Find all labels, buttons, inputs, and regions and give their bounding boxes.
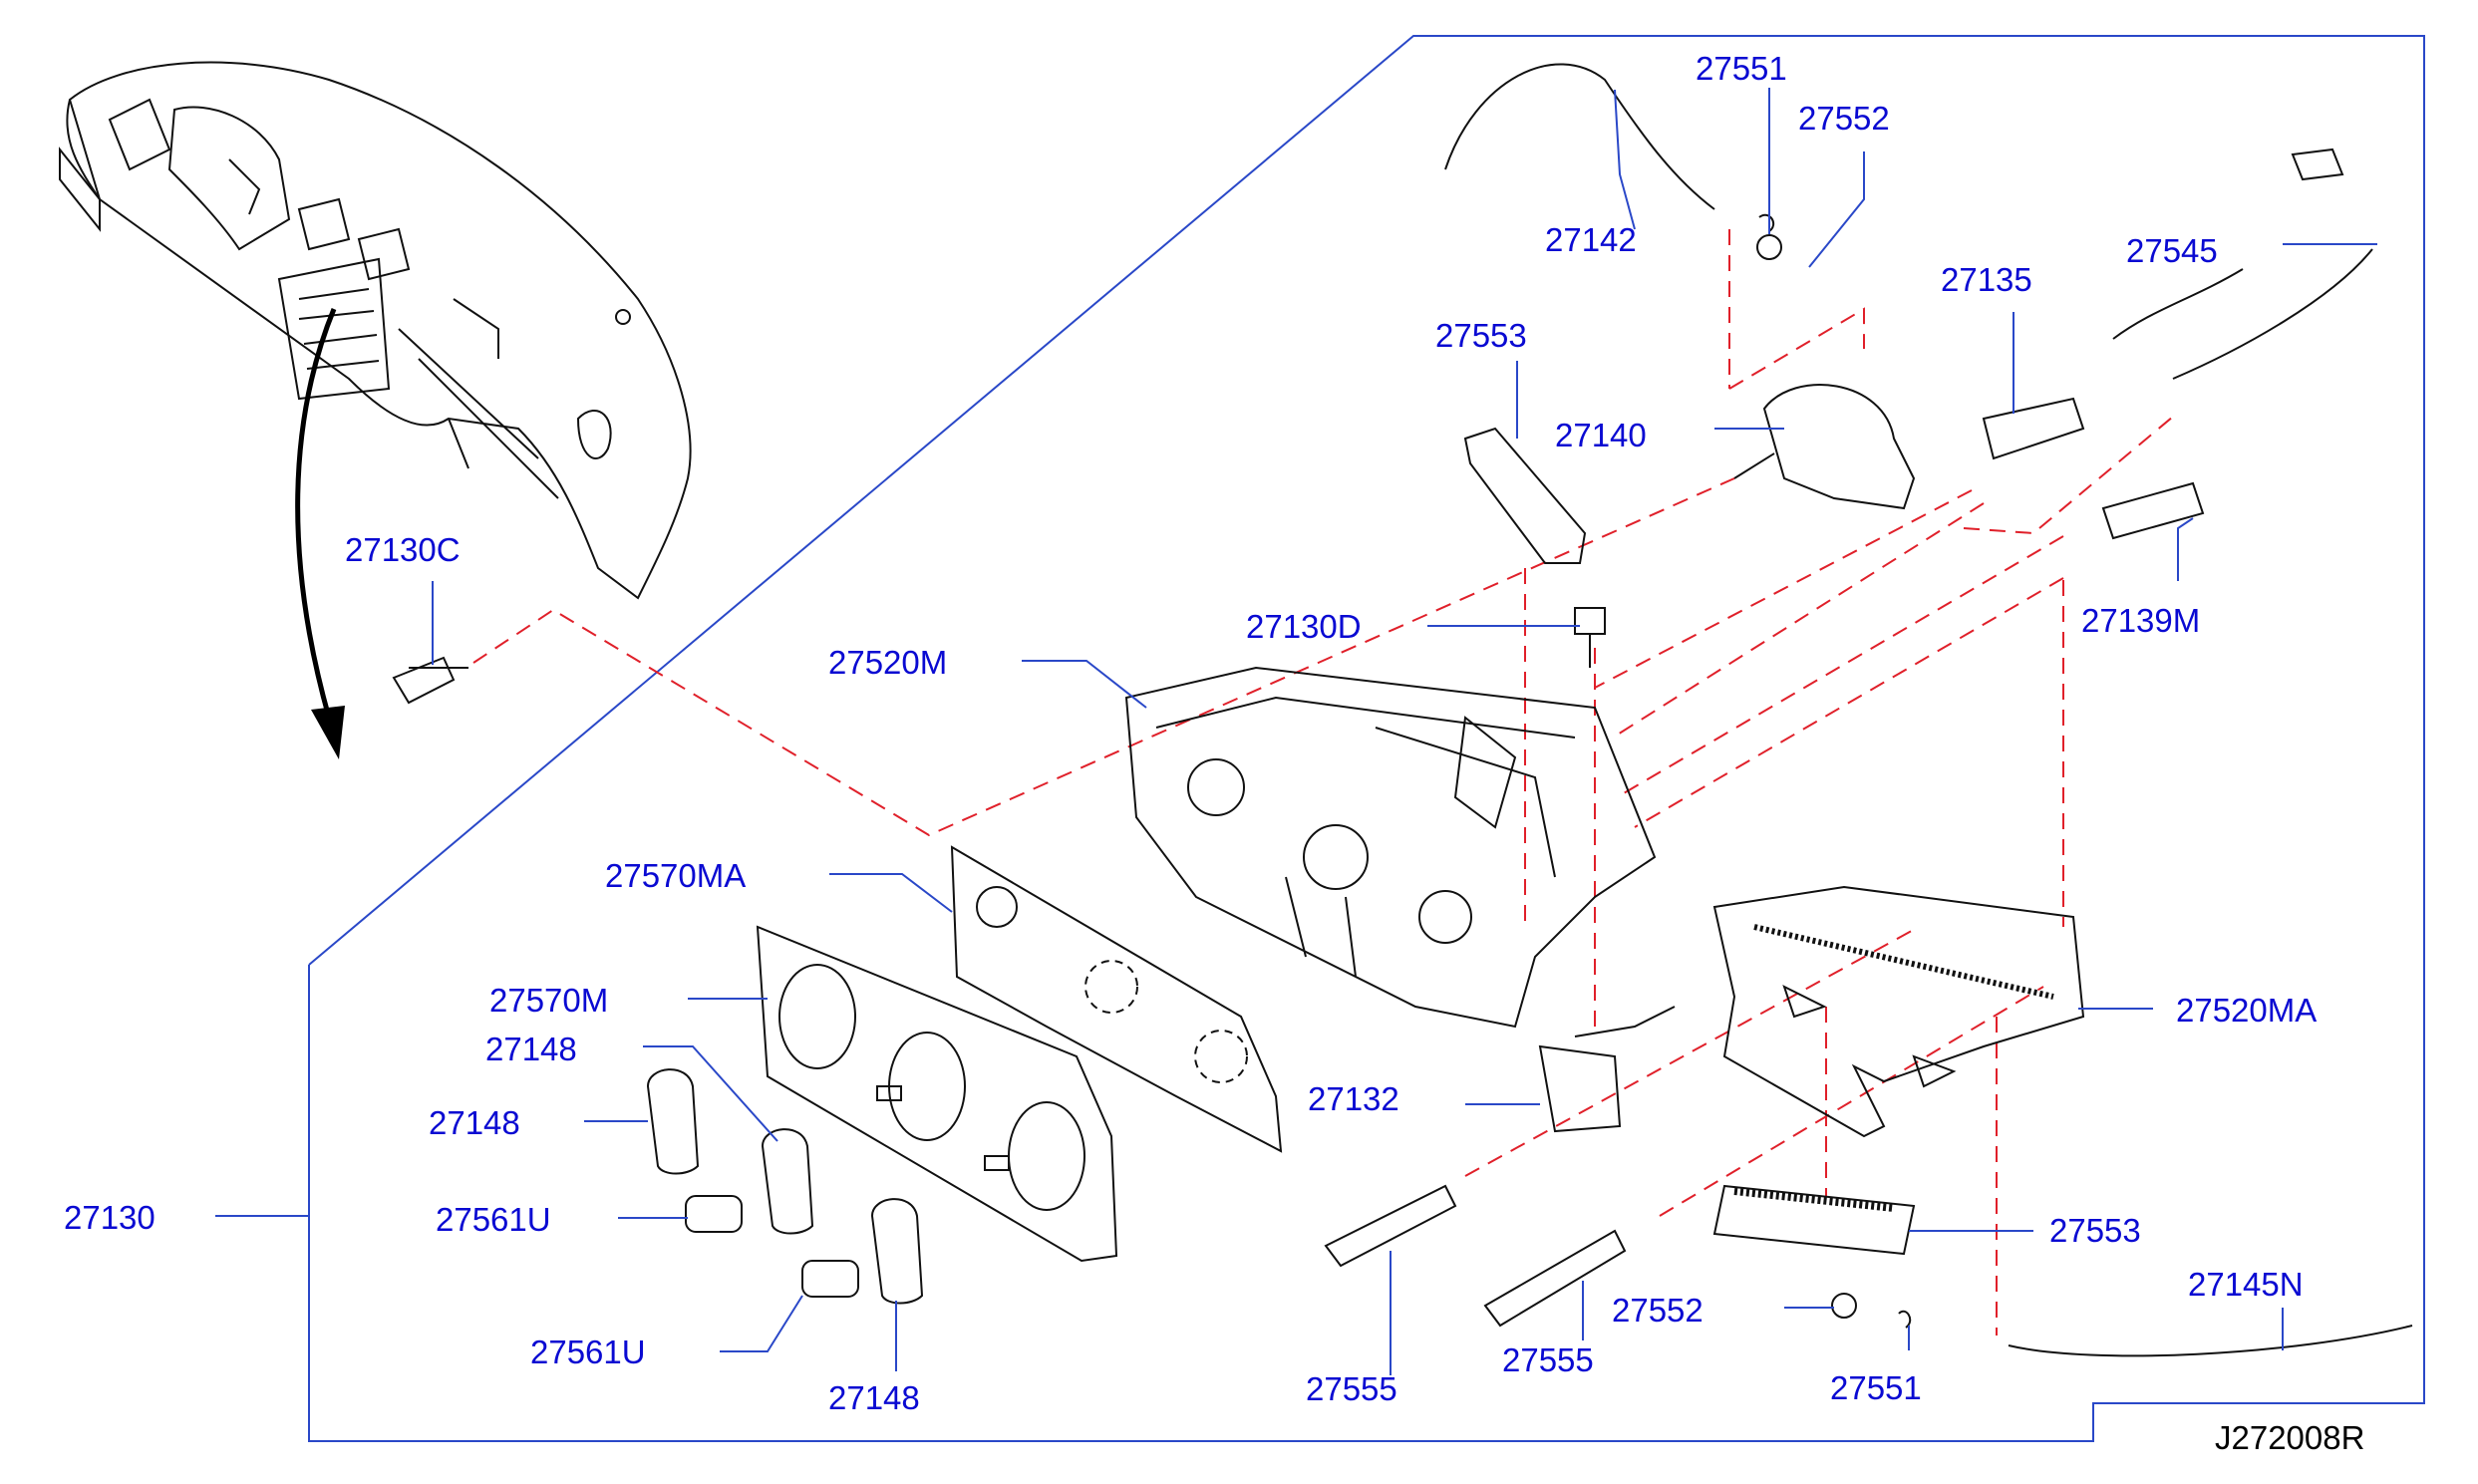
callout-27145n[interactable]: 27145N <box>2188 1266 2304 1303</box>
callout-27570ma[interactable]: 27570MA <box>605 857 747 894</box>
assembly-frame <box>308 35 2425 1442</box>
part-27555-levers <box>1324 1184 1627 1328</box>
callout-27130c[interactable]: 27130C <box>345 531 461 568</box>
part-27130c-screw <box>392 656 468 705</box>
callout-27148-a[interactable]: 27148 <box>485 1031 577 1067</box>
callout-27135[interactable]: 27135 <box>1941 261 2032 298</box>
callout-27570m[interactable]: 27570M <box>489 982 609 1019</box>
callout-27139m[interactable]: 27139M <box>2081 602 2201 639</box>
callout-27130[interactable]: 27130 <box>64 1199 155 1236</box>
callout-27545[interactable]: 27545 <box>2126 232 2218 269</box>
part-knobs <box>646 1068 924 1305</box>
callout-27148-c[interactable]: 27148 <box>828 1379 920 1416</box>
part-27140-actuator <box>1733 384 1916 510</box>
part-cables <box>1444 63 2413 1357</box>
part-27553-top <box>1463 427 1587 564</box>
callout-27142[interactable]: 27142 <box>1545 221 1637 258</box>
callout-27551-top[interactable]: 27551 <box>1696 50 1787 87</box>
part-27553-bottom <box>1712 1184 1916 1256</box>
arrow-curve <box>295 308 337 719</box>
diagram-reference-code: J272008R <box>2215 1419 2365 1456</box>
callout-27553-top[interactable]: 27553 <box>1435 317 1527 354</box>
callout-27552-top[interactable]: 27552 <box>1798 100 1890 137</box>
callout-27561u-b[interactable]: 27561U <box>530 1334 646 1370</box>
part-27570m-bezel <box>756 925 1118 1263</box>
dashboard-overview <box>59 61 692 600</box>
callout-27520m[interactable]: 27520M <box>828 644 948 681</box>
callout-27552-bot[interactable]: 27552 <box>1612 1292 1704 1329</box>
part-27520m-housing <box>1124 666 1657 1029</box>
part-connectors <box>1982 148 2373 540</box>
arrow-head-icon <box>311 706 345 759</box>
part-27130d-screw <box>1574 607 1606 668</box>
callout-27561u-a[interactable]: 27561U <box>436 1201 551 1238</box>
callout-27553-bot[interactable]: 27553 <box>2049 1212 2141 1249</box>
callout-27555-a[interactable]: 27555 <box>1306 1370 1397 1407</box>
callout-27130d[interactable]: 27130D <box>1246 608 1362 645</box>
hidden-lines <box>472 229 2174 1336</box>
callout-27555-b[interactable]: 27555 <box>1502 1341 1594 1378</box>
leader-lines <box>215 88 2377 1375</box>
callout-27132[interactable]: 27132 <box>1308 1080 1399 1117</box>
callout-27520ma[interactable]: 27520MA <box>2176 992 2318 1029</box>
part-27132-switch <box>1538 1006 1676 1133</box>
part-springs <box>1756 213 1912 1329</box>
callout-27148-b[interactable]: 27148 <box>429 1104 520 1141</box>
callout-27140[interactable]: 27140 <box>1555 417 1647 453</box>
part-27520ma-bracket <box>1712 885 2085 1138</box>
callout-27551-bot[interactable]: 27551 <box>1830 1369 1922 1406</box>
part-27570ma-panel <box>950 845 1283 1153</box>
